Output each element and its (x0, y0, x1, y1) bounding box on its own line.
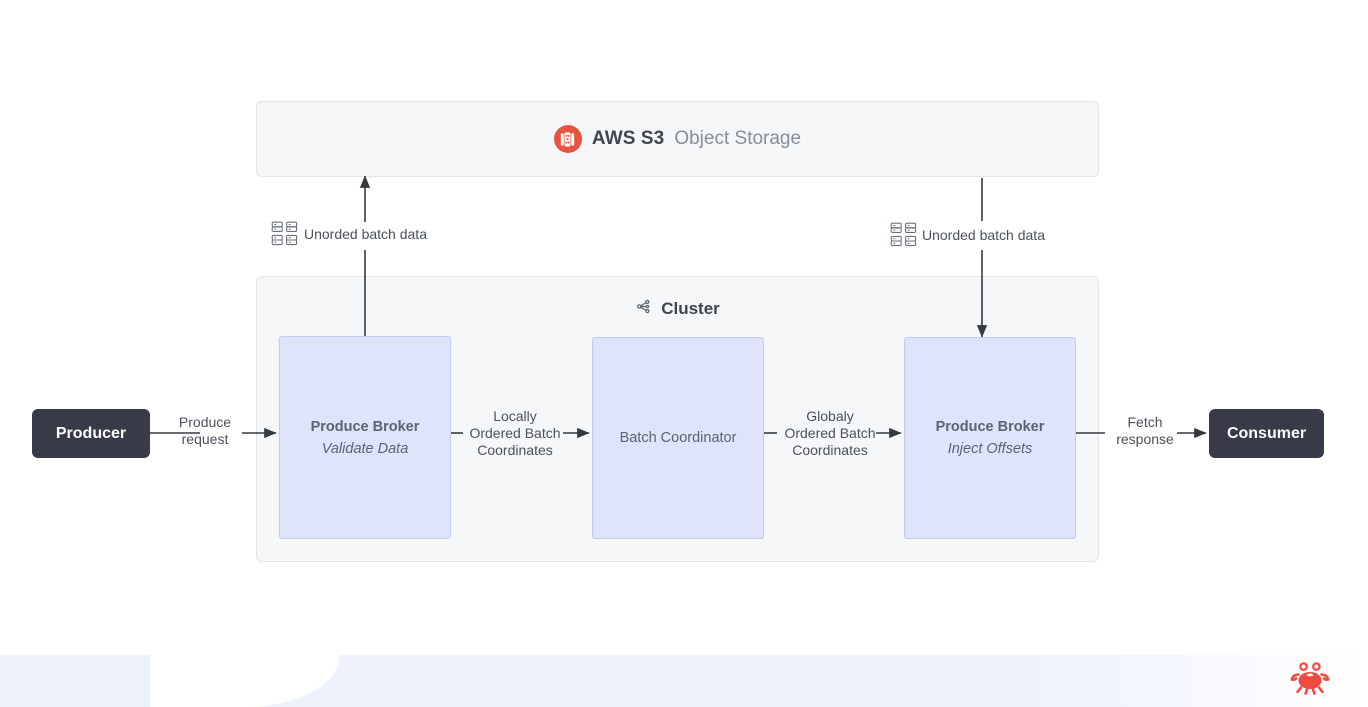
edge-label-unordered-batch-left: Unorded batch data (304, 226, 427, 242)
network-nodes-icon (635, 298, 652, 320)
edge-label-fetch-response: Fetch response (1116, 414, 1174, 447)
node-title: Produce Broker (310, 418, 420, 435)
database-stack-icon (271, 221, 301, 247)
edge-label-produce-request: Produce request (178, 414, 232, 447)
cluster-node-produce-broker-validate[interactable]: Produce Broker Validate Data (279, 336, 451, 539)
aws-s3-container: AWS S3 Object Storage (256, 101, 1099, 177)
aws-s3-descriptor-label: Object Storage (674, 128, 802, 149)
aws-s3-bucket-icon (553, 125, 582, 153)
edge-label-locally-ordered: Locally Ordered Batch Coordinates (469, 408, 561, 458)
cluster-node-produce-broker-inject[interactable]: Produce Broker Inject Offsets (904, 337, 1076, 539)
aws-s3-brand-label: AWS S3 (591, 128, 665, 149)
aws-s3-title-row: AWS S3 Object Storage (257, 102, 1098, 176)
cluster-node-batch-coordinator[interactable]: Batch Coordinator (592, 337, 764, 539)
cluster-label: Cluster (661, 299, 720, 318)
node-subtitle: Validate Data (321, 440, 409, 457)
node-title: Produce Broker (935, 419, 1045, 435)
node-subtitle: Inject Offsets (947, 441, 1033, 457)
cluster-title-row: Cluster (257, 298, 1098, 320)
producer-box[interactable]: Producer (32, 409, 150, 458)
node-title: Batch Coordinator (619, 430, 737, 446)
edge-label-globally-ordered: Globaly Ordered Batch Coordinates (784, 408, 876, 458)
crab-logo (1289, 657, 1331, 695)
edge-label-unordered-batch-right: Unorded batch data (922, 227, 1045, 243)
database-stack-icon (890, 222, 920, 248)
consumer-box[interactable]: Consumer (1209, 409, 1324, 458)
